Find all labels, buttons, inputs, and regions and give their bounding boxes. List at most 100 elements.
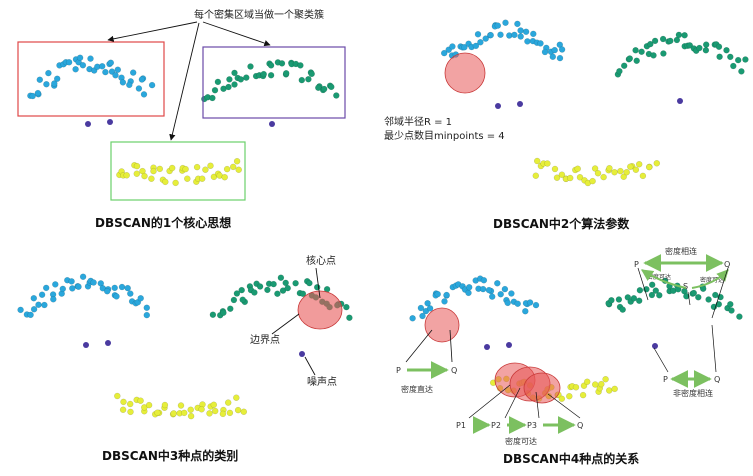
connected-line-p xyxy=(637,267,649,301)
green-cluster-dot xyxy=(247,63,254,70)
blue-cluster-dot xyxy=(112,72,119,79)
blue-cluster-dot xyxy=(72,66,79,73)
green-cluster-dot xyxy=(226,76,233,83)
green-cluster-dot xyxy=(209,311,217,318)
blue-cluster-dot xyxy=(441,49,448,57)
yellow-cluster-dot xyxy=(119,406,127,413)
blue-cluster-dot xyxy=(530,30,537,38)
green-cluster-dot xyxy=(277,274,285,281)
yellow-cluster-dot xyxy=(598,380,605,388)
yellow-cluster-dot xyxy=(567,174,574,182)
yellow-cluster-dot xyxy=(234,406,242,414)
yellow-cluster-dot xyxy=(211,407,219,415)
green-cluster-dot xyxy=(260,70,267,78)
blue-cluster-dot xyxy=(480,277,488,284)
blue-cluster-dot xyxy=(103,288,111,295)
green-cluster-dot xyxy=(683,293,690,300)
annotation-text: 每个密集区域当做一个聚类簇 xyxy=(194,8,324,21)
yellow-cluster-dot xyxy=(162,178,169,186)
green-cluster-dot xyxy=(703,41,710,48)
blue-cluster-dot xyxy=(485,286,493,294)
blue-cluster-dot xyxy=(461,44,468,51)
yellow-cluster-dot xyxy=(226,409,234,417)
yellow-cluster-dot xyxy=(123,172,130,179)
yellow-cluster-dot xyxy=(133,162,141,170)
blue-cluster-dot xyxy=(511,31,518,39)
direct-p-label: P xyxy=(396,366,401,375)
green-cluster-dot xyxy=(626,55,633,62)
blue-cluster-dot xyxy=(502,19,509,26)
noise-dot xyxy=(105,340,111,346)
green-cluster-dot xyxy=(630,295,638,302)
blue-cluster-dot xyxy=(522,308,529,315)
green-cluster-dot xyxy=(209,94,216,102)
panel-bottom-left: 核心点 边界点 噪声点 DBSCAN中3种点的类别 xyxy=(102,254,343,463)
green-cluster-dot xyxy=(728,307,735,314)
blue-cluster-dot xyxy=(517,27,524,34)
green-cluster-dot xyxy=(615,296,623,303)
caption-bottom-right: DBSCAN中4种点的关系 xyxy=(503,451,639,466)
blue-cluster-dot xyxy=(50,296,57,303)
yellow-cluster-dot xyxy=(623,168,630,176)
yellow-cluster-dot xyxy=(120,398,127,406)
green-cluster-dot xyxy=(267,72,275,79)
blue-cluster-dot xyxy=(138,76,146,83)
blue-cluster-dot xyxy=(36,76,43,84)
yellow-cluster-dot xyxy=(534,157,541,165)
noise-point-pointer xyxy=(304,356,316,376)
blue-cluster-dot xyxy=(514,20,521,28)
yellow-cluster-dot xyxy=(584,378,591,385)
yellow-cluster-dot xyxy=(168,164,176,172)
yellow-cluster-dot xyxy=(206,410,213,417)
yellow-cluster-dot xyxy=(653,160,660,167)
green-cluster-dot xyxy=(647,40,654,48)
blue-cluster-dot xyxy=(537,40,544,47)
yellow-cluster-dot xyxy=(145,401,153,409)
green-cluster-dot xyxy=(267,62,275,69)
green-cluster-dot xyxy=(225,83,232,91)
blue-cluster-dot xyxy=(517,33,524,40)
blue-cluster-dot xyxy=(472,42,480,50)
yellow-cluster-dot xyxy=(636,160,643,168)
connected-p-label: P xyxy=(634,260,639,269)
green-cluster-dot xyxy=(274,290,281,297)
blue-cluster-dot xyxy=(489,293,496,300)
green-cluster-dot xyxy=(238,286,245,294)
yellow-cluster-dot xyxy=(532,172,539,179)
green-cluster-dot xyxy=(306,279,313,287)
connected-reach-small-1: 密度可达 xyxy=(647,273,671,281)
blue-cluster-dot xyxy=(541,48,549,56)
noise-dot xyxy=(506,342,512,348)
blue-cluster-dot xyxy=(69,285,76,292)
green-cluster-dot xyxy=(650,52,657,59)
green-cluster-dot xyxy=(667,37,674,45)
yellow-cluster-dot xyxy=(544,160,551,167)
yellow-cluster-dot xyxy=(182,165,189,173)
cluster-dots xyxy=(17,19,749,420)
green-cluster-dot xyxy=(214,78,222,86)
reach-p2-label: P2 xyxy=(491,421,501,430)
panel-top-left: 每个密集区域当做一个聚类簇 DBSCAN的1个核心思想 xyxy=(17,8,346,230)
annotation-arrow-left xyxy=(107,21,198,42)
yellow-cluster-dot xyxy=(589,177,596,185)
green-cluster-dot xyxy=(652,287,659,294)
yellow-cluster-dot xyxy=(611,168,618,176)
blue-cluster-dot xyxy=(113,293,120,300)
blue-cluster-dot xyxy=(76,54,84,61)
green-cluster-dot xyxy=(608,297,615,304)
yellow-cluster-dot xyxy=(127,408,134,416)
blue-cluster-dot xyxy=(434,290,441,298)
blue-cluster-dot xyxy=(140,91,148,98)
blue-cluster-dot xyxy=(79,273,87,280)
green-cluster-dot xyxy=(328,83,335,91)
green-cluster-dot xyxy=(305,75,312,83)
blue-cluster-dot xyxy=(127,290,134,297)
annotation-arrow-down xyxy=(169,22,200,141)
reach-p3-label: P3 xyxy=(527,421,537,430)
green-cluster-dot xyxy=(738,68,745,75)
connected-reach-small-2: 密度可达 xyxy=(700,276,724,284)
yellow-cluster-dot xyxy=(202,166,209,173)
direct-line-q xyxy=(449,329,453,363)
core-point-pointer xyxy=(315,267,321,299)
direct-q-label: Q xyxy=(451,366,457,375)
